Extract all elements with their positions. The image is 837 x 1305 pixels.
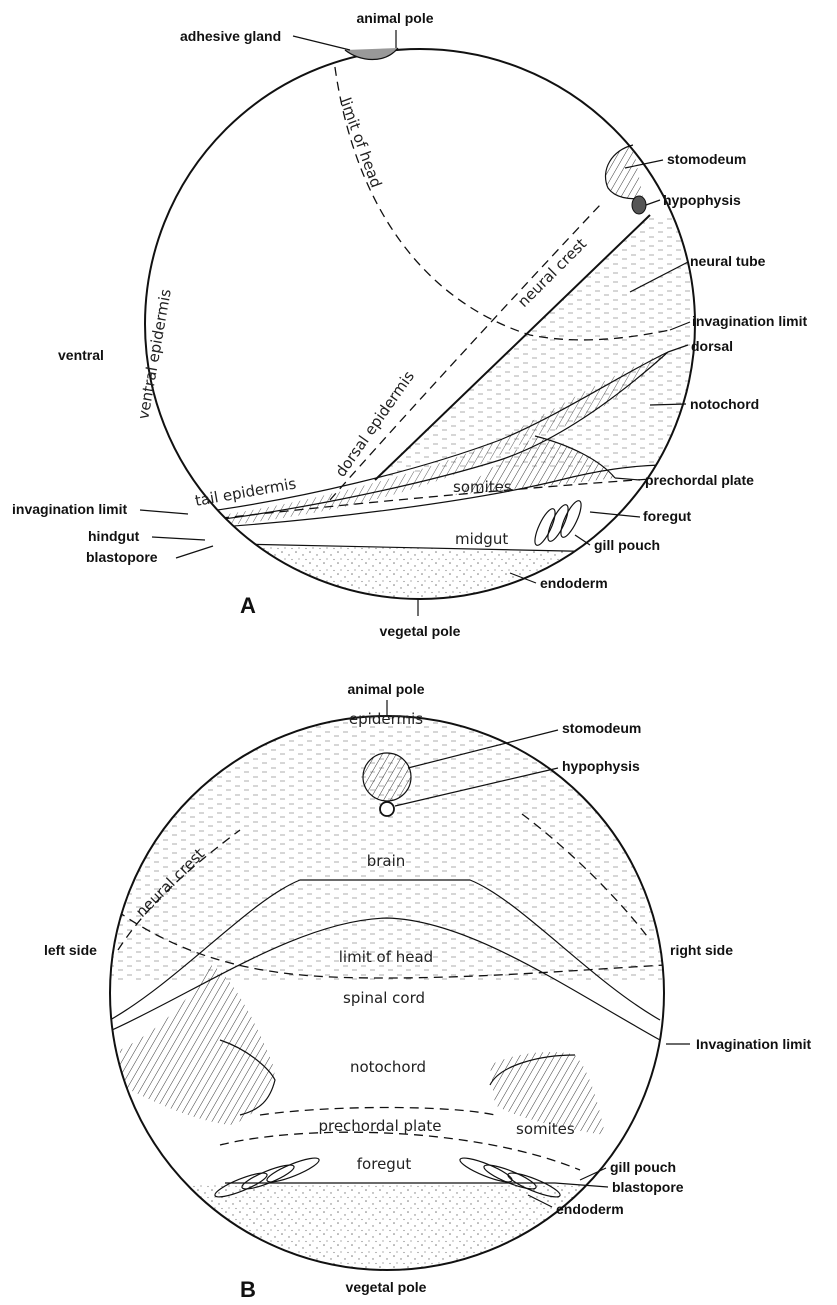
- stomodeum-shape: [604, 144, 644, 200]
- a-label-vegetal-pole: vegetal pole: [380, 623, 461, 639]
- a-label-blastopore: blastopore: [86, 549, 158, 565]
- a-label-hindgut: hindgut: [88, 528, 140, 544]
- a-label-stomodeum: stomodeum: [667, 151, 746, 167]
- b-inner-limit-of-head: limit of head: [339, 948, 433, 966]
- b-inner-prechordal-plate: prechordal plate: [318, 1117, 441, 1135]
- b-label-stomodeum: stomodeum: [562, 720, 641, 736]
- a-inner-midgut: midgut: [455, 530, 508, 548]
- b-label-left-side: left side: [44, 942, 97, 958]
- b-label-gill-pouch: gill pouch: [610, 1159, 676, 1175]
- panel-b-label: B: [240, 1277, 256, 1302]
- a-label-hypophysis: hypophysis: [663, 192, 741, 208]
- adhesive-gland-shape: [344, 47, 399, 60]
- a-label-notochord: notochord: [690, 396, 759, 412]
- a-label-dorsal: dorsal: [691, 338, 733, 354]
- left-somites-region: [120, 965, 275, 1125]
- b-inner-notochord: notochord: [350, 1058, 426, 1076]
- b-stomodeum-shape: [362, 752, 412, 802]
- b-inner-foregut: foregut: [357, 1155, 412, 1173]
- b-label-animal-pole: animal pole: [347, 681, 424, 697]
- a-label-prechordal-plate: prechordal plate: [645, 472, 754, 488]
- b-inner-somites: somites: [516, 1120, 575, 1138]
- neural-tube-region: [375, 215, 695, 478]
- b-hypophysis-shape: [379, 801, 395, 817]
- a-inner-ventral-epidermis: ventral epidermis: [134, 287, 175, 420]
- panel-b: animal pole stomodeum hypophysis left si…: [44, 681, 811, 1302]
- b-label-invagination-limit: Invagination limit: [696, 1036, 811, 1052]
- a-label-foregut: foregut: [643, 508, 692, 524]
- a-label-endoderm: endoderm: [540, 575, 608, 591]
- b-label-hypophysis: hypophysis: [562, 758, 640, 774]
- b-label-blastopore: blastopore: [612, 1179, 684, 1195]
- a-label-ventral: ventral: [58, 347, 104, 363]
- a-label-adhesive-gland: adhesive gland: [180, 28, 281, 44]
- a-label-animal-pole: animal pole: [356, 10, 433, 26]
- a-label-gill-pouch: gill pouch: [594, 537, 660, 553]
- panel-a-label: A: [240, 593, 256, 618]
- hypophysis-shape: [631, 195, 647, 215]
- b-label-right-side: right side: [670, 942, 733, 958]
- endoderm-region: [190, 543, 660, 599]
- b-label-endoderm: endoderm: [556, 1201, 624, 1217]
- panel-a-embryo-outline: [144, 48, 696, 600]
- a-inner-limit-of-head: limit of head: [336, 95, 385, 190]
- a-label-invagination-limit-left: invagination limit: [12, 501, 127, 517]
- b-endoderm-region: [110, 1185, 664, 1270]
- b-inner-spinal-cord: spinal cord: [343, 989, 425, 1007]
- panel-a: animal pole adhesive gland stomodeum hyp…: [12, 10, 807, 639]
- b-label-vegetal-pole: vegetal pole: [346, 1279, 427, 1295]
- a-inner-somites: somites: [453, 478, 512, 496]
- b-inner-epidermis: epidermis: [349, 710, 423, 728]
- prechordal-plate-region: [455, 436, 615, 495]
- b-inner-brain: brain: [367, 852, 406, 870]
- a-label-neural-tube: neural tube: [690, 253, 766, 269]
- a-label-invagination-limit-right: invagination limit: [692, 313, 807, 329]
- panel-a-leader-lines: [139, 30, 691, 616]
- right-somites-region: [490, 1052, 605, 1135]
- panel-b-leader-lines: [386, 700, 690, 1208]
